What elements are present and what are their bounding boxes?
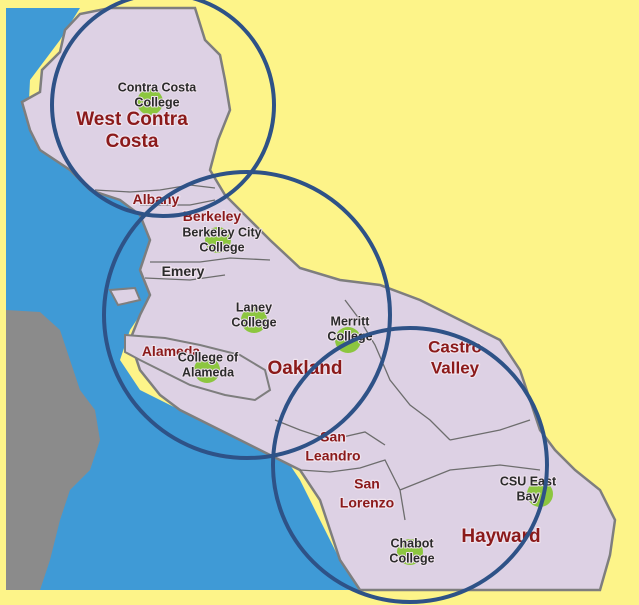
college-marker-berkeley-city-college bbox=[205, 227, 231, 253]
region-label-emery-line: Emery bbox=[162, 263, 205, 279]
region-label-alameda: Alameda bbox=[142, 343, 201, 359]
college-marker-contra-costa-college bbox=[137, 89, 163, 115]
college-label-csu-east-bay-line: CSU East bbox=[500, 475, 557, 489]
district-land bbox=[20, 6, 617, 592]
college-label-contra-costa-college-line: College bbox=[134, 96, 179, 110]
region-label-san-leandro-line: Leandro bbox=[305, 448, 360, 464]
college-label-berkeley-city-college-line: Berkeley City bbox=[182, 226, 261, 240]
region-label-west-contra-costa-line: Costa bbox=[106, 131, 159, 152]
region-label-san-lorenzo-line: San bbox=[354, 476, 380, 492]
college-label-merritt-college-line: College bbox=[327, 330, 372, 344]
college-label-college-of-alameda-line: College of bbox=[178, 351, 239, 365]
region-label-oakland-line: Oakland bbox=[268, 358, 343, 379]
college-label-chabot-college-line: Chabot bbox=[390, 537, 434, 551]
boundary-berkeley-emery bbox=[150, 257, 271, 263]
region-label-oakland: Oakland bbox=[268, 358, 343, 379]
college-marker-laney-college bbox=[241, 307, 267, 333]
boundary-west-contra-costa bbox=[94, 184, 216, 193]
bay-farm-island bbox=[108, 286, 142, 307]
college-marker-chabot-college bbox=[397, 539, 423, 565]
college-label-csu-east-bay-line: Bay bbox=[517, 490, 540, 504]
service-area-south-ring bbox=[271, 326, 549, 604]
boundary-castro-hayward bbox=[449, 419, 531, 441]
boundary-emery-oakland bbox=[144, 274, 226, 281]
college-dots bbox=[137, 89, 553, 565]
service-area-central-ring bbox=[102, 170, 392, 460]
college-label-laney-college-line: College bbox=[231, 316, 276, 330]
region-label-alameda-line: Alameda bbox=[142, 343, 201, 359]
boundary-oakland-castro bbox=[344, 299, 451, 441]
college-marker-college-of-alameda bbox=[194, 357, 220, 383]
college-label-college-of-alameda-line: Alameda bbox=[182, 366, 235, 380]
region-label-west-contra-costa-line: West Contra bbox=[76, 109, 188, 130]
college-label-laney-college-line: Laney bbox=[236, 301, 272, 315]
college-label-contra-costa-college-line: Contra Costa bbox=[118, 81, 198, 95]
boundary-oakland-san-leandro bbox=[274, 419, 386, 446]
service-area-rings bbox=[50, 0, 549, 604]
college-label-berkeley-city-college-line: College bbox=[199, 241, 244, 255]
region-label-emery: Emery bbox=[162, 263, 205, 279]
region-label-castro-valley-line: Castro bbox=[428, 338, 482, 357]
boundary-lorenzo-hayward bbox=[399, 464, 541, 491]
college-label-chabot-college-line: College bbox=[389, 552, 434, 566]
boundary-san-leandro-lorenzo bbox=[299, 459, 406, 521]
region-label-castro-valley-line: Valley bbox=[431, 359, 480, 378]
service-area-north-ring bbox=[50, 0, 276, 218]
region-label-san-lorenzo-line: Lorenzo bbox=[340, 495, 394, 511]
college-label-merritt-college-line: Merritt bbox=[331, 315, 371, 329]
peninsula-land bbox=[6, 310, 100, 590]
